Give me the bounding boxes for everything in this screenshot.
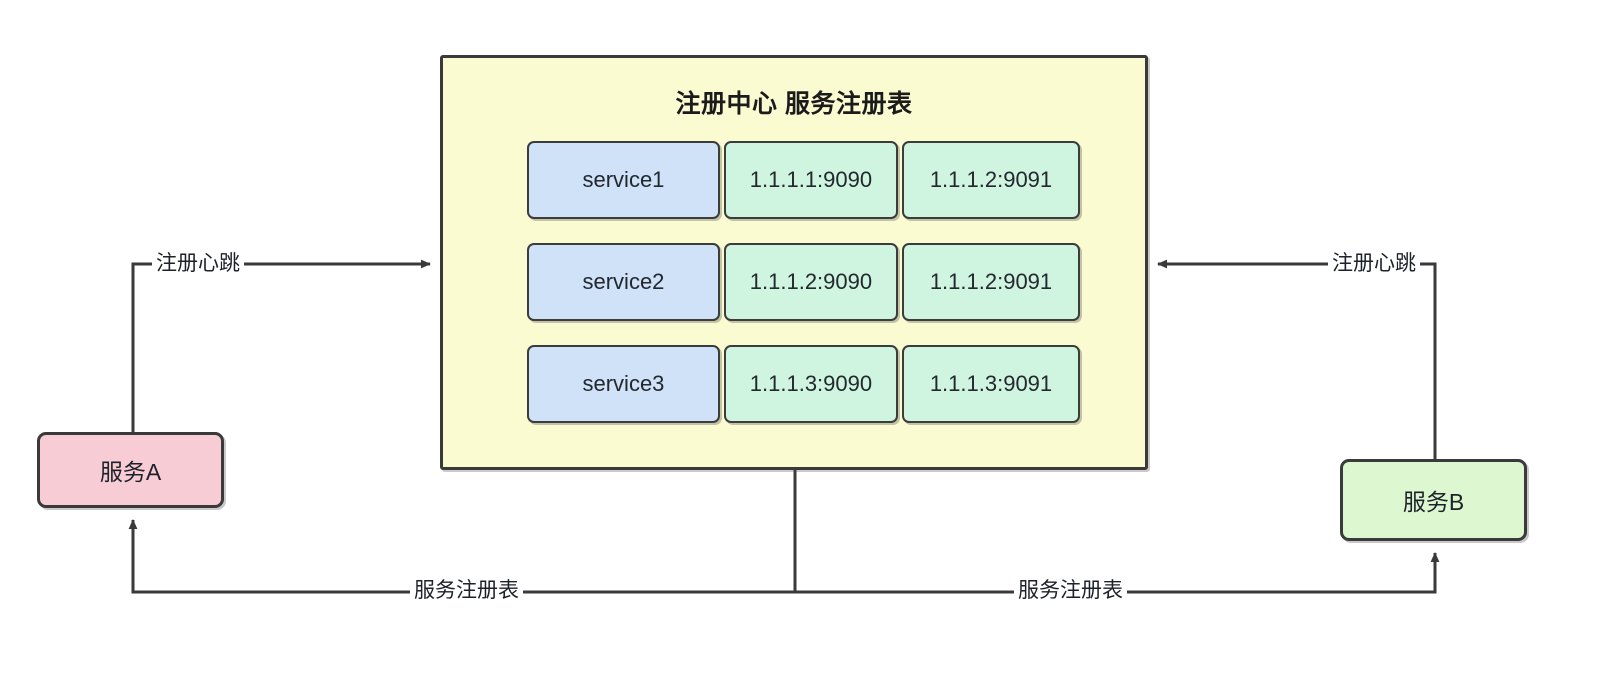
service-name-cell[interactable]: service1 [527,141,720,219]
edge-label-registry-left: 服务注册表 [410,580,523,601]
edge-label-heartbeat-right: 注册心跳 [1328,253,1420,274]
table-row: service3 1.1.1.3:9090 1.1.1.3:9091 [527,345,1080,423]
registry-title: 注册中心 服务注册表 [675,90,913,118]
table-row: service2 1.1.1.2:9090 1.1.1.2:9091 [527,243,1080,321]
service-address-cell[interactable]: 1.1.1.2:9090 [723,243,898,321]
edge-heartbeat-right [1157,259,1437,459]
service-address-cell[interactable]: 1.1.1.3:9090 [723,345,898,423]
service-name-cell[interactable]: service3 [527,345,720,423]
service-b-node[interactable]: 服务B [1340,459,1527,541]
registry-center-box: 注册中心 服务注册表 service1 1.1.1.1:9090 1.1.1.2… [440,55,1148,470]
service-a-node[interactable]: 服务A [37,432,224,508]
edge-label-heartbeat-left: 注册心跳 [152,253,244,274]
service-name-cell[interactable]: service2 [527,243,720,321]
table-row: service1 1.1.1.1:9090 1.1.1.2:9091 [527,141,1080,219]
service-address-cell[interactable]: 1.1.1.2:9091 [901,243,1080,321]
service-registry-table: service1 1.1.1.1:9090 1.1.1.2:9091 servi… [527,141,1080,423]
edge-heartbeat-left [131,259,431,432]
service-address-cell[interactable]: 1.1.1.3:9091 [901,345,1080,423]
edge-registry-right [795,552,1440,594]
edge-label-registry-right: 服务注册表 [1014,580,1127,601]
service-address-cell[interactable]: 1.1.1.2:9091 [901,141,1080,219]
service-address-cell[interactable]: 1.1.1.1:9090 [723,141,898,219]
edge-registry-left [128,470,797,594]
